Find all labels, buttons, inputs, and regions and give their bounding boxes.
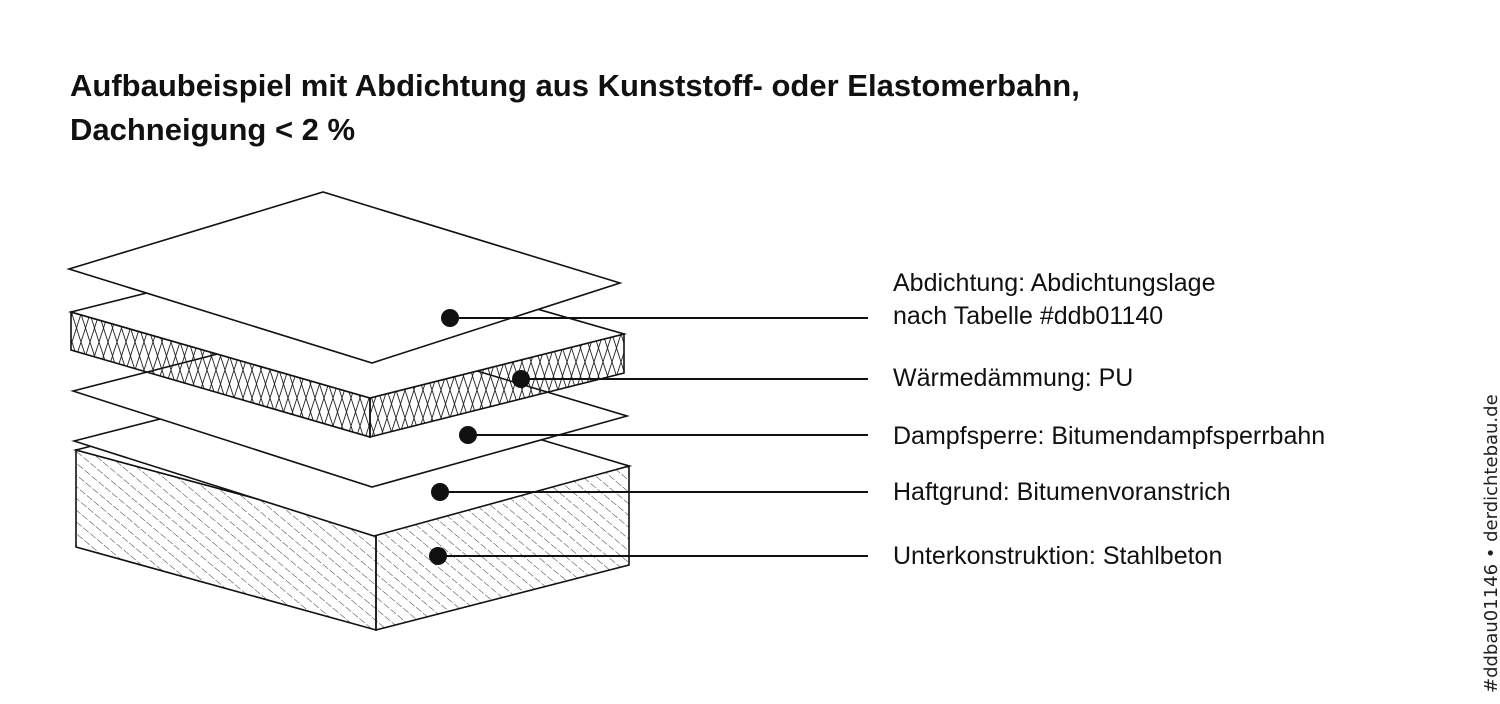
marker-dot-dampfsperre <box>459 426 477 444</box>
label-unterkonstruktion: Unterkonstruktion: Stahlbeton <box>893 540 1222 573</box>
label-abdichtung-line-2: nach Tabelle #ddb01140 <box>893 302 1164 330</box>
marker-dot-haftgrund <box>431 483 449 501</box>
source-credit: #ddbau01146 • derdichtebau.de <box>1481 394 1500 693</box>
label-abdichtung: Abdichtung: Abdichtungslage nach Tabelle… <box>893 267 1215 333</box>
leader-markers <box>429 309 530 565</box>
marker-dot-abdichtung <box>441 309 459 327</box>
label-waermedaemmung: Wärmedämmung: PU <box>893 362 1133 395</box>
label-dampfsperre: Dampfsperre: Bitumendampfsperrbahn <box>893 420 1325 453</box>
diagram-title: Aufbaubeispiel mit Abdichtung aus Kunsts… <box>70 64 1080 152</box>
diagram-title-line-1: Aufbaubeispiel mit Abdichtung aus Kunsts… <box>70 68 1080 103</box>
diagram-title-line-2: Dachneigung < 2 % <box>70 112 356 147</box>
label-abdichtung-line-1: Abdichtung: Abdichtungslage <box>893 269 1216 297</box>
layer-abdichtung <box>66 191 623 364</box>
label-waermedaemmung-text: Wärmedämmung: PU <box>893 364 1134 392</box>
label-haftgrund: Haftgrund: Bitumenvoranstrich <box>893 476 1231 509</box>
leader-lines <box>438 317 868 557</box>
label-haftgrund-text: Haftgrund: Bitumenvoranstrich <box>893 478 1231 506</box>
marker-dot-waermedaemmung <box>512 370 530 388</box>
label-dampfsperre-text: Dampfsperre: Bitumendampfsperrbahn <box>893 422 1326 450</box>
marker-dot-unterkonstruktion <box>429 547 447 565</box>
label-unterkonstruktion-text: Unterkonstruktion: Stahlbeton <box>893 542 1223 570</box>
